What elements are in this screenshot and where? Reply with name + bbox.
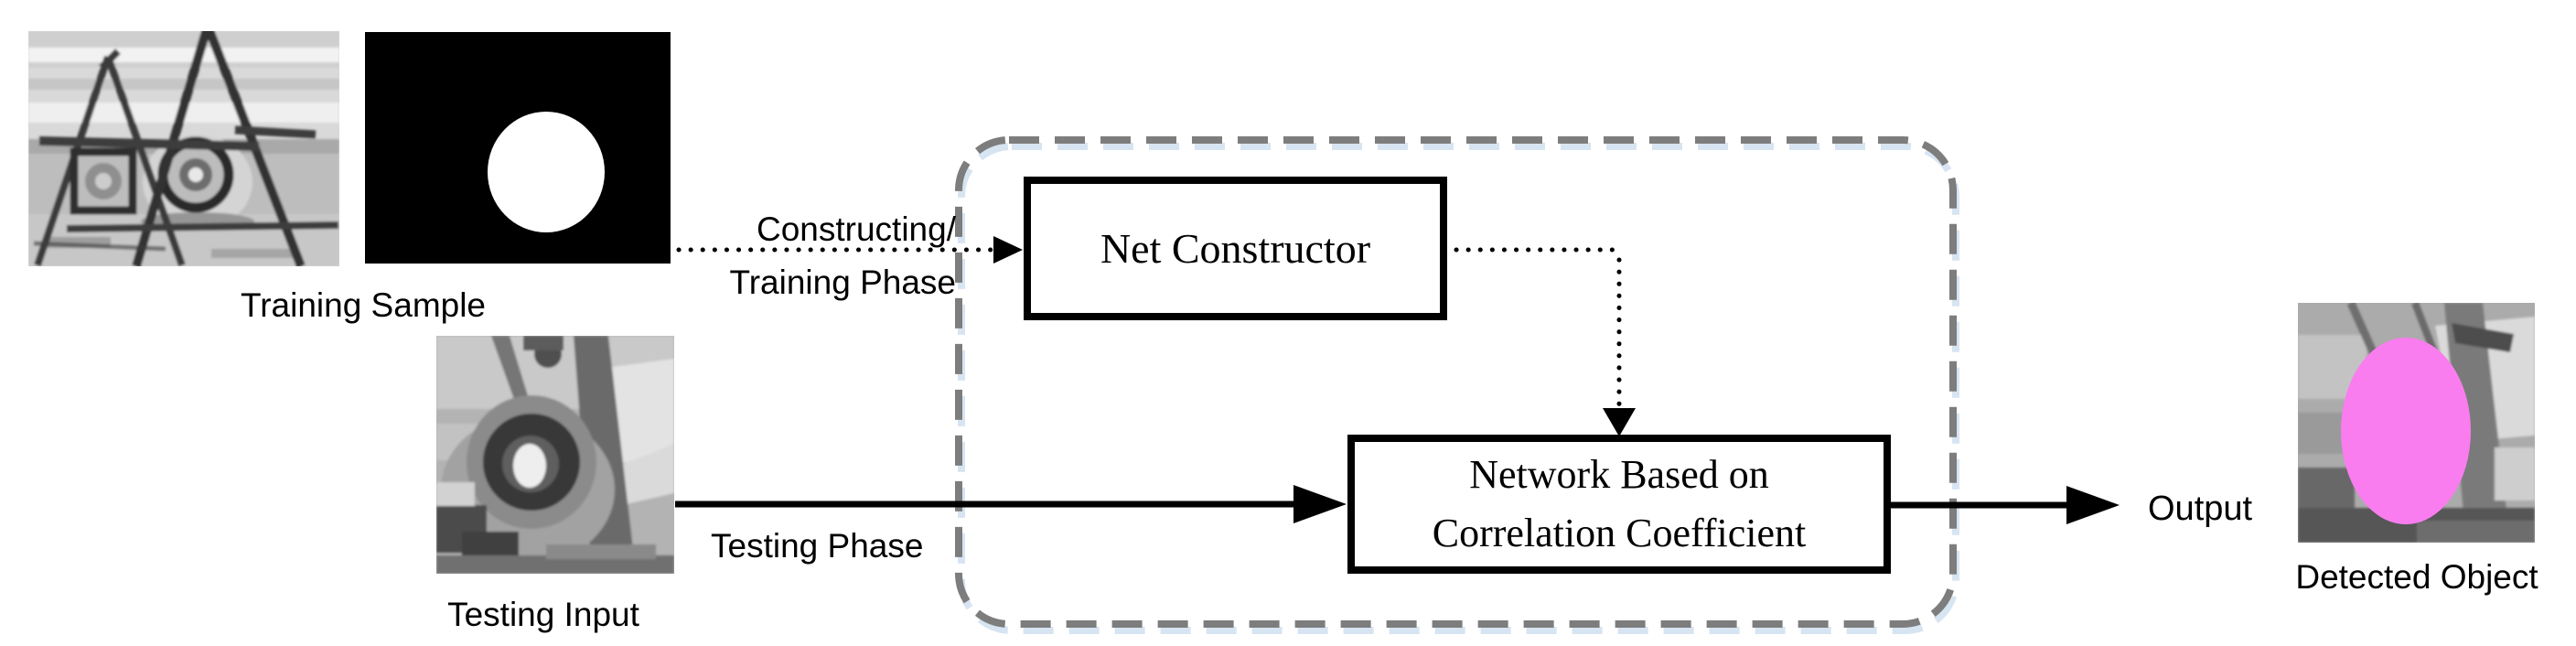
phase-boundary-dashed-box [955,136,1957,628]
constructor-to-network-arrowhead [1603,408,1636,436]
network-box: Network Based on Correlation Coefficient [1347,435,1891,574]
constructing-phase-line1: Constructing/ [757,210,956,248]
testing-input-photo-art [436,336,674,574]
testing-arrowhead [1293,485,1347,523]
constructor-to-network-arrow [1454,247,1636,436]
testing-input-photo [436,336,674,574]
training-arrow [676,236,1023,264]
network-label-line1: Network Based on [1469,452,1769,498]
training-mask-image [365,32,671,264]
detected-object-photo-art [2298,303,2535,543]
net-constructor-label: Net Constructor [1100,225,1371,272]
testing-input-label: Testing Input [447,596,639,633]
output-arrow [1891,486,2120,524]
detected-highlight-ellipse [2341,338,2471,524]
detected-object-photo [2298,303,2535,543]
network-label-line2: Correlation Coefficient [1432,511,1807,555]
testing-arrow [675,485,1347,523]
training-sample-photo-art [28,31,339,266]
testing-phase-label: Testing Phase [711,527,924,565]
detected-object-label: Detected Object [2295,558,2538,596]
net-constructor-box: Net Constructor [1024,177,1447,320]
constructing-training-phase-label: Constructing/ Training Phase [730,203,957,309]
training-arrowhead [993,236,1023,264]
output-label: Output [2148,490,2253,528]
training-mask-art [365,32,671,264]
output-arrowhead [2066,486,2120,524]
training-sample-label: Training Sample [240,286,487,324]
mask-circle [488,112,605,232]
constructing-phase-line2: Training Phase [729,264,957,301]
training-sample-photo [28,31,339,266]
